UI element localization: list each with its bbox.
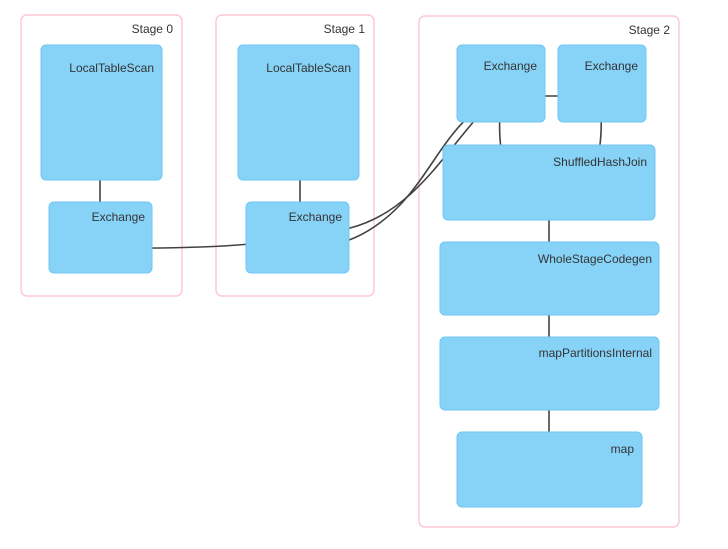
stage-title: Stage 1 bbox=[324, 22, 366, 36]
node-label: ShuffledHashJoin bbox=[553, 155, 647, 169]
dag-node-stage2-exchange-right[interactable]: Exchange bbox=[557, 44, 647, 123]
dag-node-stage1-localtablescan[interactable]: LocalTableScan bbox=[237, 44, 360, 181]
node-body bbox=[456, 44, 546, 123]
node-body bbox=[439, 241, 660, 316]
dag-node-stage2-exchange-left[interactable]: Exchange bbox=[456, 44, 546, 123]
node-body bbox=[456, 431, 643, 508]
dag-node-stage0-localtablescan[interactable]: LocalTableScan bbox=[40, 44, 163, 181]
node-body bbox=[48, 201, 153, 274]
node-label: map bbox=[611, 442, 635, 456]
node-body bbox=[557, 44, 647, 123]
node-body bbox=[439, 336, 660, 411]
node-body bbox=[237, 44, 360, 181]
node-body bbox=[40, 44, 163, 181]
dag-node-stage1-exchange[interactable]: Exchange bbox=[245, 201, 350, 274]
dag-node-stage2-wholestagecodegen[interactable]: WholeStageCodegen bbox=[439, 241, 660, 316]
node-label: LocalTableScan bbox=[266, 61, 351, 75]
node-label: LocalTableScan bbox=[69, 61, 154, 75]
node-label: mapPartitionsInternal bbox=[539, 346, 652, 360]
dag-node-stage0-exchange[interactable]: Exchange bbox=[48, 201, 153, 274]
dag-node-stage2-mappartitionsinternal[interactable]: mapPartitionsInternal bbox=[439, 336, 660, 411]
stage-title: Stage 0 bbox=[132, 22, 174, 36]
nodes-layer: LocalTableScanExchangeLocalTableScanExch… bbox=[40, 44, 660, 508]
node-label: Exchange bbox=[92, 210, 146, 224]
stage-title: Stage 2 bbox=[629, 23, 671, 37]
node-label: Exchange bbox=[484, 59, 538, 73]
node-label: Exchange bbox=[289, 210, 343, 224]
node-body bbox=[442, 144, 656, 221]
dag-node-stage2-map[interactable]: map bbox=[456, 431, 643, 508]
dag-node-stage2-shuffledhashjoin[interactable]: ShuffledHashJoin bbox=[442, 144, 656, 221]
node-label: WholeStageCodegen bbox=[538, 252, 652, 266]
edge-path bbox=[99, 96, 498, 249]
node-body bbox=[245, 201, 350, 274]
node-label: Exchange bbox=[585, 59, 639, 73]
